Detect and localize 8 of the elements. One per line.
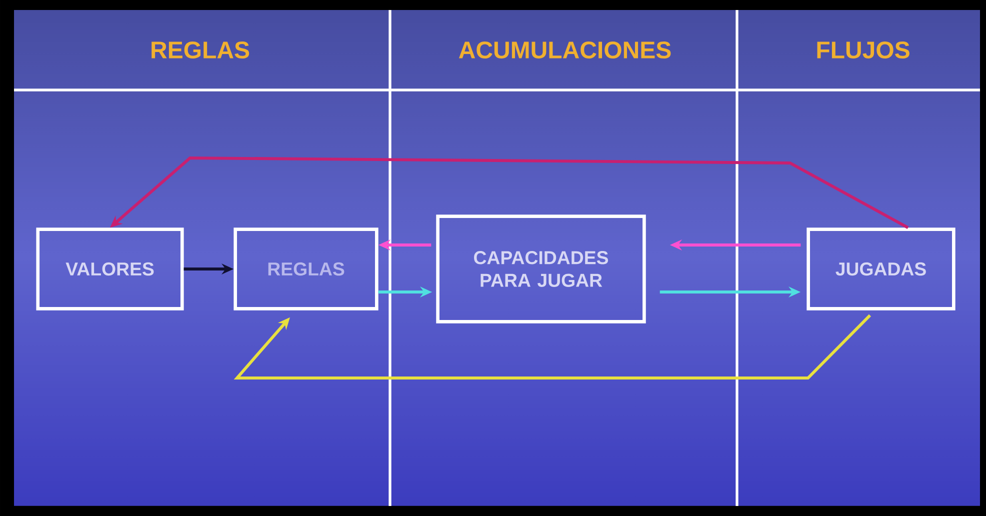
column-header: FLUJOS [817, 41, 910, 58]
column-header: REGLAS [152, 41, 250, 58]
process-box: VALORES [36, 228, 184, 310]
process-box: REGLAS [234, 228, 378, 310]
arrow [234, 314, 872, 380]
process-box: CAPACIDADES PARA JUGAR [436, 214, 646, 324]
column-header: ACUMULACIONES [458, 41, 671, 58]
process-box: JUGADAS [806, 228, 956, 310]
